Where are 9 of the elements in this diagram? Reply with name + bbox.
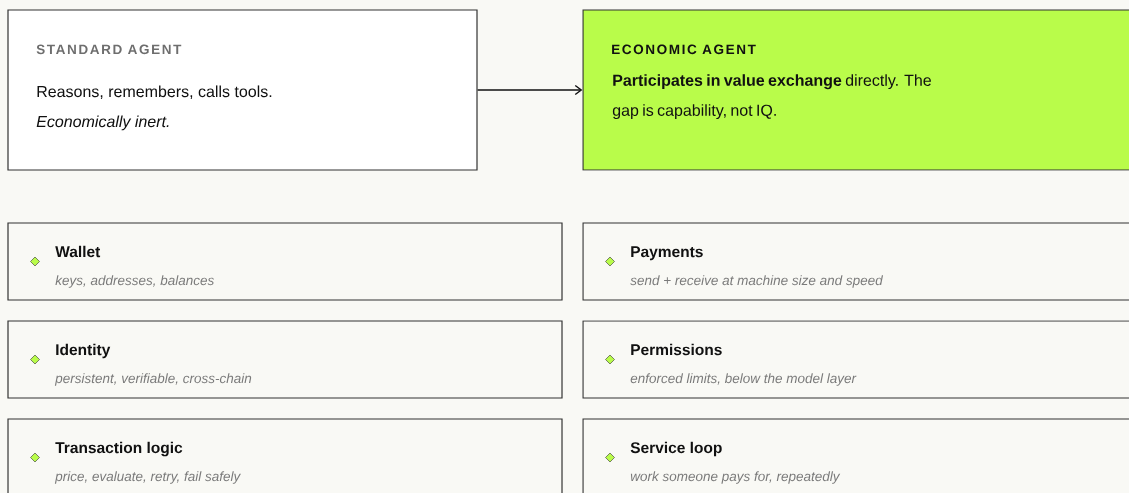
arrow [476,84,583,96]
feature-card: Payments send + receive at machine size and speed [582,222,1129,301]
feature-card: Transaction logic price, evaluate, retry, fail safely [7,418,563,493]
feature-card: Service loop work someone pays for, repeatedly [582,418,1129,493]
feature-card: Permissions enforced limits, below the model layer [582,320,1129,399]
agent-box: STANDARD AGENT Reasons, remembers, calls tools. Economically inert. [7,9,478,171]
feature-card: Wallet keys, addresses, balances [7,222,563,301]
feature-card: Identity persistent, verifiable, cross-chain [7,320,563,399]
agent-box: ECONOMIC AGENT Participates in value exchange directly. The gap is capability, not IQ. [582,9,1129,171]
